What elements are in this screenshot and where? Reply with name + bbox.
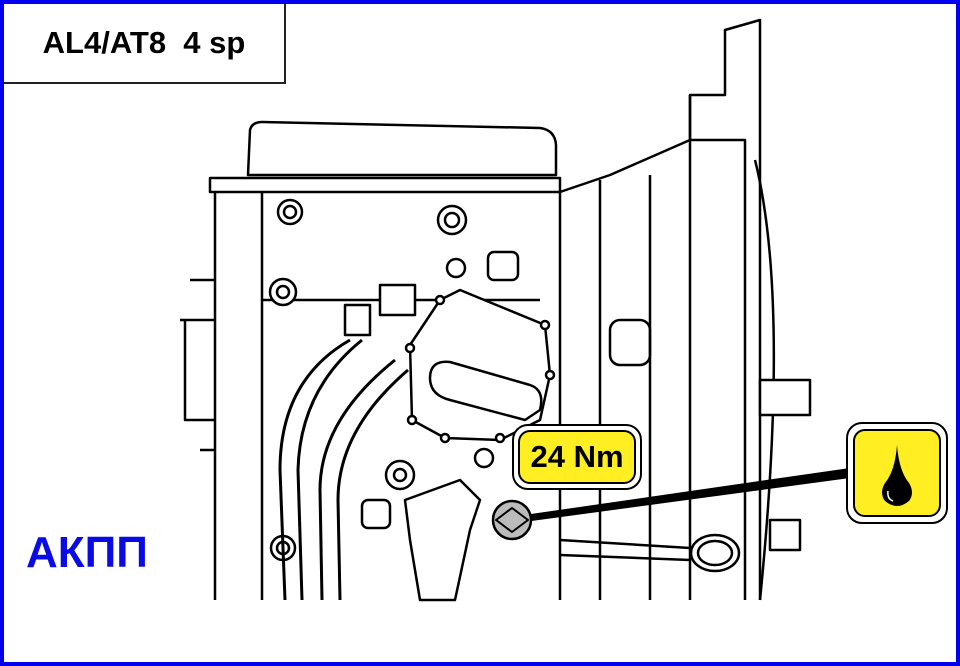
oil-badge xyxy=(846,422,948,524)
gearbox-label: АКПП xyxy=(26,528,148,577)
oil-drop-icon xyxy=(882,445,912,506)
drain-plug-icon xyxy=(491,499,533,541)
torque-badge: 24 Nm xyxy=(512,424,642,490)
torque-value: 24 Nm xyxy=(518,430,636,484)
model-title: AL4/AT8 4 sp xyxy=(4,4,286,84)
